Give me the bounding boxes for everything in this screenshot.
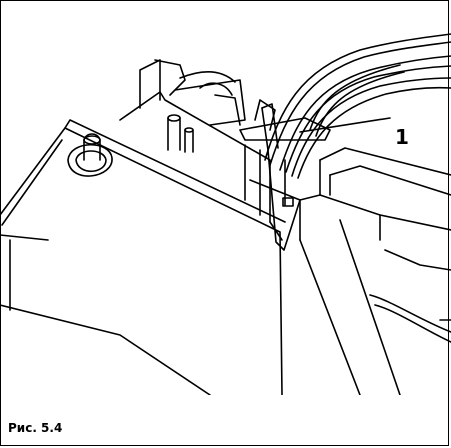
housing-knob — [67, 133, 113, 177]
front-panel — [119, 59, 271, 223]
pins — [167, 114, 194, 153]
wire-harness — [264, 33, 451, 179]
right-frame — [299, 147, 451, 395]
clip-bracket — [239, 99, 331, 241]
callout-label-1: 1 — [395, 125, 409, 149]
wedge-divider — [261, 103, 301, 251]
figure-caption: Рис. 5.4 — [8, 421, 63, 435]
left-housing — [0, 119, 286, 395]
callout-leader — [299, 117, 391, 133]
technical-line-drawing — [0, 33, 451, 395]
